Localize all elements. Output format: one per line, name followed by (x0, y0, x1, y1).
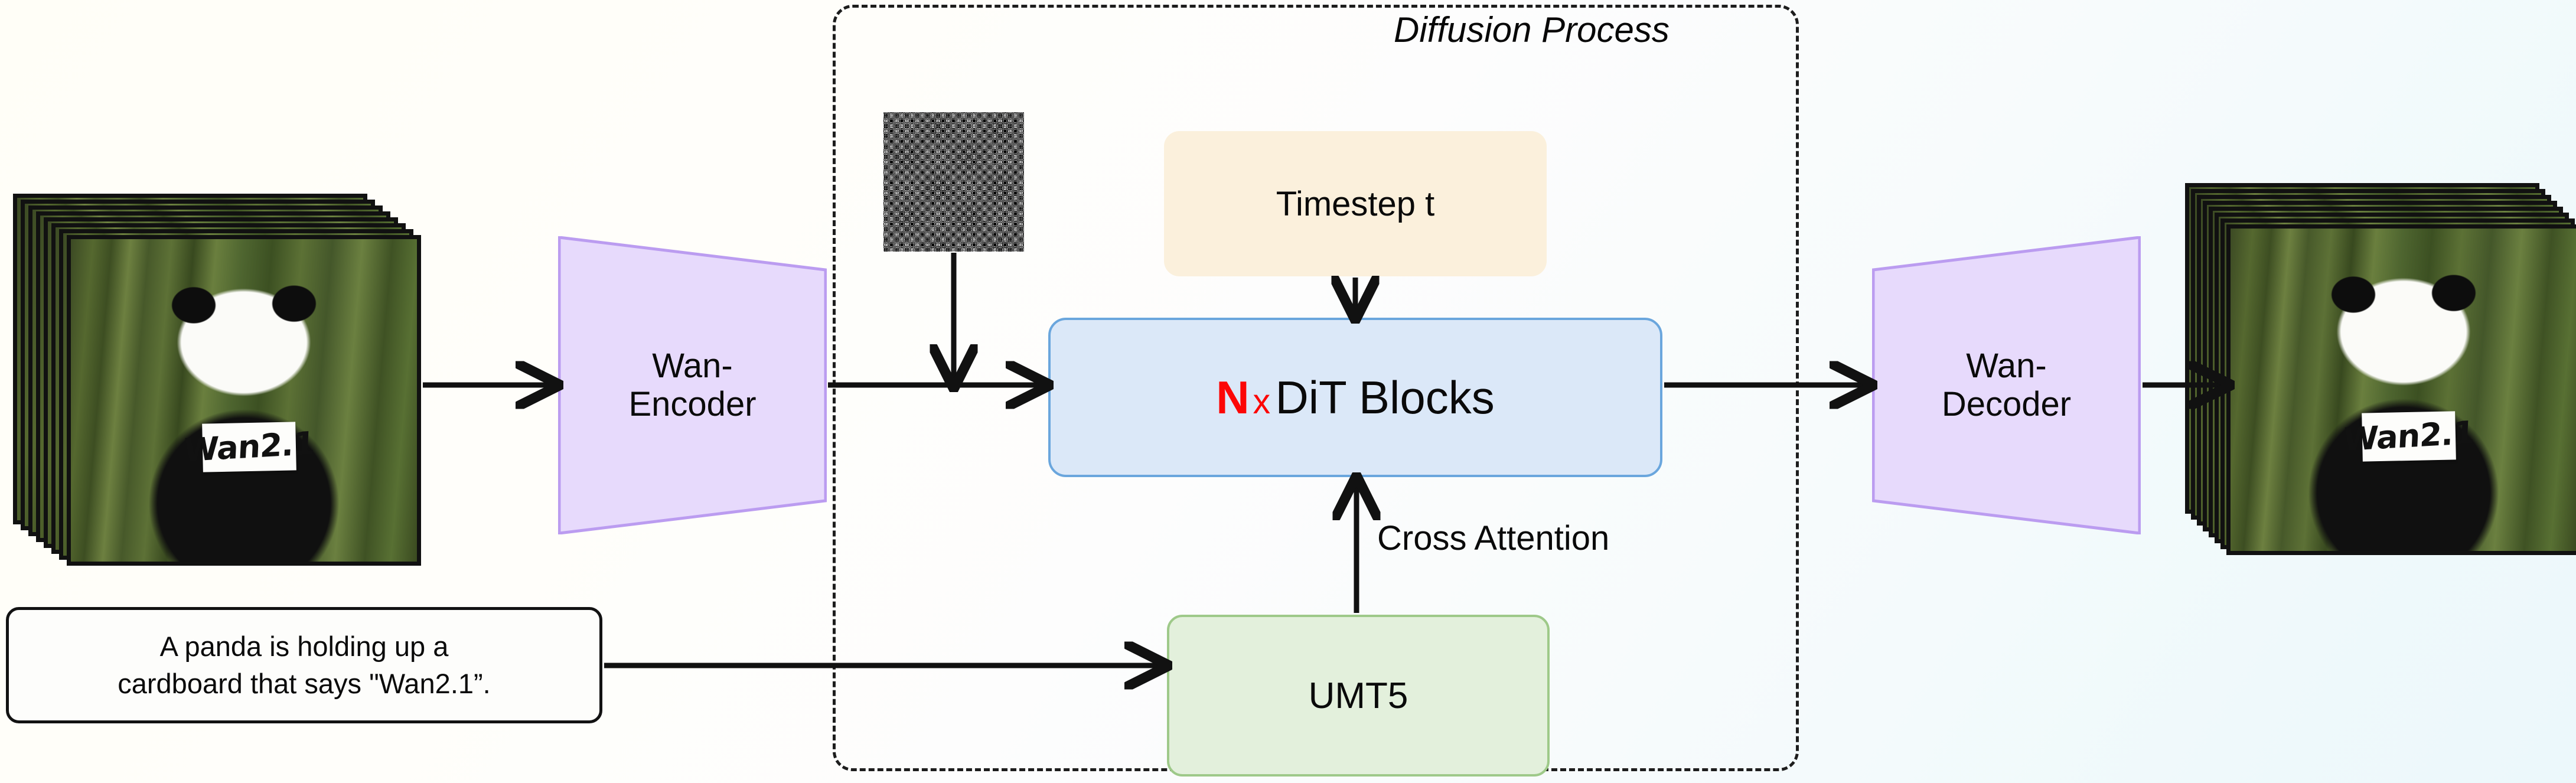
diffusion-process-label: Diffusion Process (1394, 10, 1669, 50)
output-frame-stack: Wan2.1 (2185, 183, 2576, 567)
dit-x-symbol: x (1253, 381, 1271, 421)
wan-decoder-label-line2: Decoder (1941, 384, 2072, 423)
umt5-block[interactable]: UMT5 (1167, 615, 1550, 777)
panda-sign: Wan2.1 (2342, 411, 2475, 462)
wan-encoder-block[interactable]: Wan- Encoder (558, 236, 827, 534)
wan-decoder-block[interactable]: Wan- Decoder (1872, 236, 2141, 534)
timestep-label: Timestep t (1276, 184, 1435, 223)
panda-sign-text: Wan2.1 (2342, 414, 2476, 459)
prompt-line-2: cardboard that says "Wan2.1”. (118, 667, 491, 699)
prompt-line-1: A panda is holding up a (159, 631, 449, 663)
cross-attention-label: Cross Attention (1377, 519, 1610, 557)
panda-sign: Wan2.1 (182, 422, 315, 472)
input-frame-stack: Wan2.1 (13, 194, 421, 572)
prompt-textbox[interactable]: A panda is holding up a cardboard that s… (6, 607, 602, 723)
timestep-block[interactable]: Timestep t (1164, 131, 1547, 276)
umt5-label: UMT5 (1308, 675, 1408, 716)
dit-n-multiplier: N (1216, 371, 1250, 423)
wan-encoder-label-line1: Wan- (652, 346, 733, 385)
frame-layer-front: Wan2.1 (2226, 224, 2576, 555)
dit-blocks-text: DiT Blocks (1275, 371, 1495, 423)
panda-sign-text: Wan2.1 (182, 425, 316, 469)
frame-layer-front: Wan2.1 (67, 235, 421, 566)
wan-decoder-label-line1: Wan- (1966, 346, 2047, 385)
noise-latent-patch (883, 112, 1024, 252)
wan-encoder-label-line2: Encoder (628, 384, 757, 423)
